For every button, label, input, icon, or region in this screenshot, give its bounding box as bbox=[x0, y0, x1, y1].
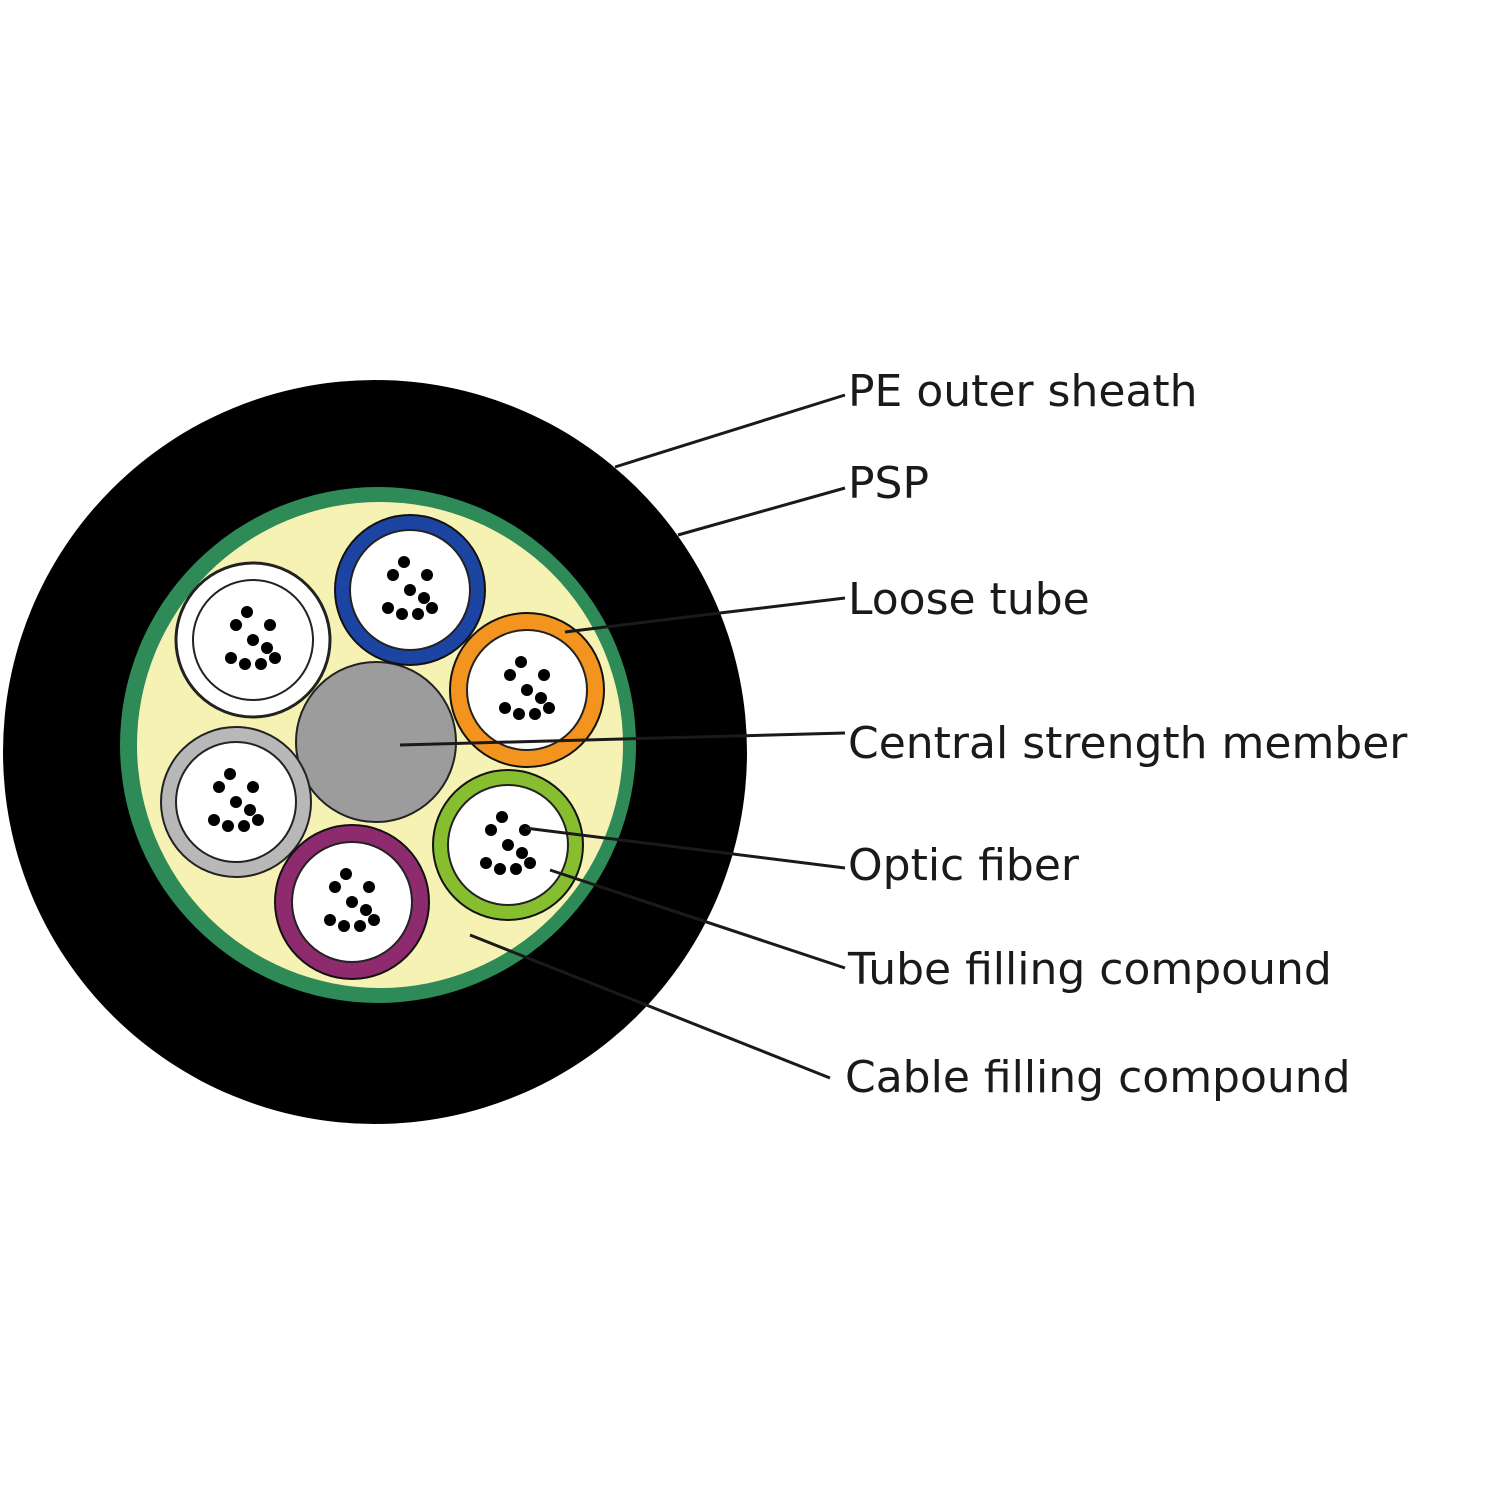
optic-fiber bbox=[480, 857, 492, 869]
optic-fiber bbox=[496, 811, 508, 823]
optic-fiber bbox=[224, 768, 236, 780]
leader-pe-outer-sheath bbox=[614, 393, 846, 469]
optic-fiber bbox=[230, 619, 242, 631]
optic-fiber bbox=[515, 656, 527, 668]
optic-fiber bbox=[418, 592, 430, 604]
label-tube-filling-compound: Tube filling compound bbox=[848, 944, 1332, 995]
optic-fiber bbox=[346, 896, 358, 908]
optic-fiber bbox=[387, 569, 399, 581]
optic-fiber bbox=[421, 569, 433, 581]
optic-fiber bbox=[338, 920, 350, 932]
optic-fiber bbox=[255, 658, 267, 670]
leader-central-strength-member bbox=[399, 731, 846, 747]
optic-fiber bbox=[340, 868, 352, 880]
optic-fiber bbox=[412, 608, 424, 620]
optic-fiber bbox=[426, 602, 438, 614]
optic-fiber bbox=[252, 814, 264, 826]
optic-fiber bbox=[241, 606, 253, 618]
label-psp: PSP bbox=[848, 458, 929, 509]
optic-fiber bbox=[368, 914, 380, 926]
optic-fiber bbox=[502, 839, 514, 851]
optic-fiber bbox=[244, 804, 256, 816]
optic-fiber bbox=[208, 814, 220, 826]
optic-fiber bbox=[398, 556, 410, 568]
optic-fiber bbox=[363, 881, 375, 893]
central-strength-member bbox=[295, 661, 457, 823]
optic-fiber bbox=[524, 857, 536, 869]
optic-fiber bbox=[324, 914, 336, 926]
optic-fiber bbox=[513, 708, 525, 720]
optic-fiber bbox=[238, 820, 250, 832]
optic-fiber bbox=[247, 634, 259, 646]
optic-fiber bbox=[543, 702, 555, 714]
optic-fiber bbox=[329, 881, 341, 893]
optic-fiber bbox=[529, 708, 541, 720]
optic-fiber bbox=[225, 652, 237, 664]
optic-fiber bbox=[360, 904, 372, 916]
optic-fiber bbox=[382, 602, 394, 614]
label-pe-outer-sheath: PE outer sheath bbox=[848, 366, 1198, 417]
optic-fiber bbox=[404, 584, 416, 596]
leader-tube-filling-compound bbox=[549, 868, 846, 970]
optic-fiber bbox=[494, 863, 506, 875]
optic-fiber bbox=[510, 863, 522, 875]
optic-fiber bbox=[499, 702, 511, 714]
leader-optic-fiber bbox=[524, 826, 846, 870]
optic-fiber bbox=[535, 692, 547, 704]
label-optic-fiber: Optic fiber bbox=[848, 840, 1080, 891]
label-loose-tube: Loose tube bbox=[848, 574, 1090, 625]
optic-fiber bbox=[230, 796, 242, 808]
optic-fiber bbox=[521, 684, 533, 696]
optic-fiber bbox=[354, 920, 366, 932]
optic-fiber bbox=[264, 619, 276, 631]
optic-fiber bbox=[213, 781, 225, 793]
optic-fiber bbox=[504, 669, 516, 681]
optic-fiber bbox=[538, 669, 550, 681]
optic-fiber bbox=[269, 652, 281, 664]
optic-fiber bbox=[485, 824, 497, 836]
optic-fiber bbox=[239, 658, 251, 670]
optic-fiber bbox=[516, 847, 528, 859]
optic-fiber bbox=[222, 820, 234, 832]
optic-fiber bbox=[396, 608, 408, 620]
leader-psp bbox=[677, 486, 846, 537]
label-cable-filling-compound: Cable filling compound bbox=[845, 1052, 1351, 1103]
leader-loose-tube bbox=[564, 596, 846, 634]
leader-cable-filling-compound bbox=[469, 933, 831, 1080]
optic-fiber bbox=[247, 781, 259, 793]
optic-fiber bbox=[261, 642, 273, 654]
label-central-strength-member: Central strength member bbox=[848, 718, 1408, 769]
